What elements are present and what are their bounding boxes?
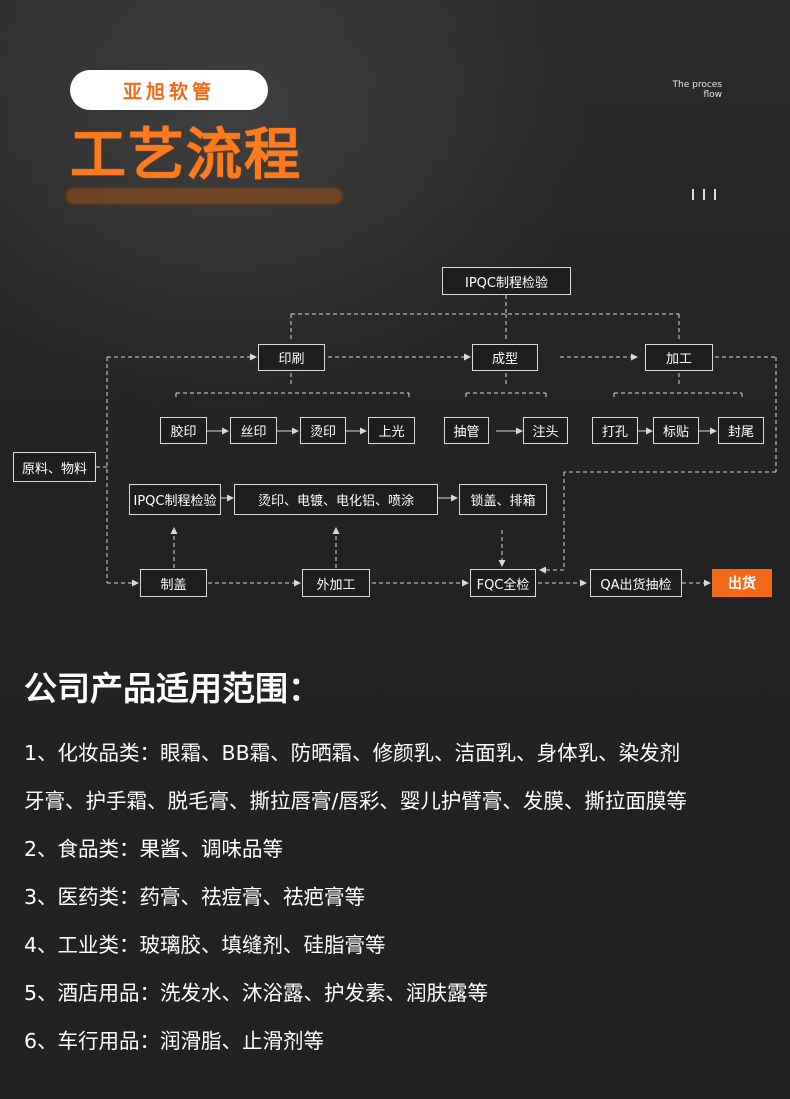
make-cap-box: 制盖 — [140, 569, 207, 597]
decorative-bars — [692, 189, 722, 201]
seal-tail-box: 封尾 — [718, 417, 764, 444]
draw-tube-box: 抽管 — [444, 417, 489, 444]
ipqc-top-box: IPQC制程检验 — [442, 267, 571, 295]
offset-print-box: 胶印 — [160, 417, 207, 444]
product-line: 4、工业类：玻璃胶、填缝剂、硅脂膏等 — [24, 933, 386, 957]
inject-head-box: 注头 — [523, 417, 568, 444]
tag-line-1: The proces — [672, 80, 723, 90]
brand-badge: 亚旭软管 — [70, 70, 268, 110]
ipqc-mid-box: IPQC制程检验 — [129, 484, 221, 515]
punch-box: 打孔 — [592, 417, 638, 444]
product-line: 6、车行用品：润滑脂、止滑剂等 — [24, 1029, 325, 1053]
label-box: 标贴 — [653, 417, 699, 444]
outsource-box: 外加工 — [302, 569, 370, 597]
tag-line-2: flow — [703, 90, 722, 100]
cap-pack-box: 锁盖、排箱 — [459, 484, 547, 515]
silk-print-box: 丝印 — [230, 417, 277, 444]
product-line: 5、酒店用品：洗发水、沐浴露、护发素、润肤露等 — [24, 981, 489, 1005]
products-title: 公司产品适用范围： — [24, 669, 321, 708]
process-box: 加工 — [645, 344, 713, 371]
product-line: 1、化妆品类：眼霜、BB霜、防晒霜、修颜乳、洁面乳、身体乳、染发剂 — [24, 741, 681, 765]
title-underline-shadow — [66, 188, 342, 204]
product-line: 牙膏、护手霜、脱毛膏、撕拉唇膏/唇彩、婴儿护臂膏、发膜、撕拉面膜等 — [24, 789, 687, 813]
product-line: 2、食品类：果酱、调味品等 — [24, 837, 284, 861]
form-box: 成型 — [472, 344, 538, 371]
treatments-box: 烫印、电镀、电化铝、喷涂 — [234, 484, 438, 515]
product-line: 3、医药类：药膏、祛痘膏、祛疤膏等 — [24, 885, 366, 909]
print-box: 印刷 — [258, 344, 325, 371]
qa-box: QA出货抽检 — [590, 569, 682, 597]
process-flow-tag: The proces flow — [632, 80, 723, 100]
page-title: 工艺流程 — [70, 123, 302, 188]
gloss-box: 上光 — [368, 417, 415, 444]
ship-box: 出货 — [712, 569, 772, 597]
material-box: 原料、物料 — [13, 452, 96, 482]
fqc-box: FQC全检 — [470, 569, 536, 597]
hot-stamp-box: 烫印 — [300, 417, 346, 444]
